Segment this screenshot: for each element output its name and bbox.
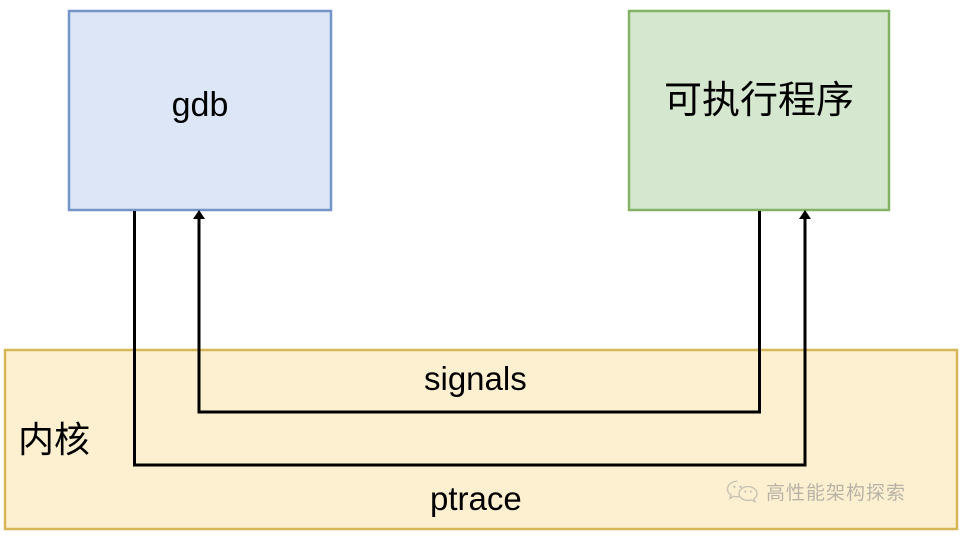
- gdb-box-label: gdb: [171, 86, 229, 124]
- kernel-box-label: 内核: [18, 419, 91, 460]
- watermark-text: 高性能架构探索: [766, 483, 907, 504]
- executable-box: [627, 9, 891, 212]
- kernel-box: [3, 348, 959, 531]
- wechat-icon: [726, 480, 758, 504]
- ptrace-edge-label: ptrace: [430, 480, 522, 517]
- ptrace-edge: [133, 210, 811, 467]
- executable-box-label: 可执行程序: [663, 80, 854, 122]
- signals-edge-label: signals: [424, 360, 527, 397]
- signals-edge: [193, 210, 761, 414]
- watermark: 高性能架构探索: [726, 478, 906, 505]
- gdb-box: [67, 9, 333, 212]
